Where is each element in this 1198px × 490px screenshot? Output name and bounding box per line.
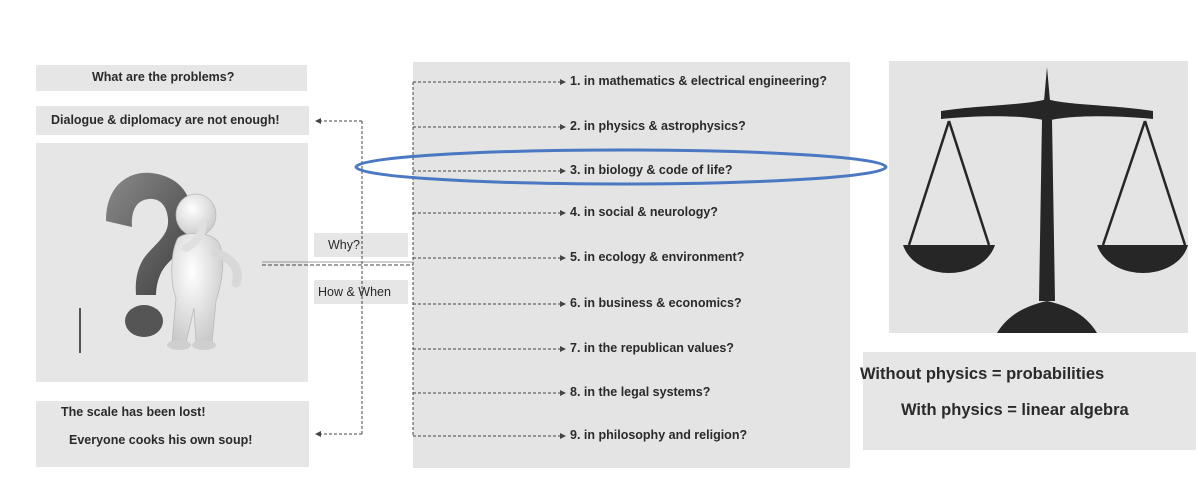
how-when-label: How & When bbox=[318, 285, 391, 299]
scale-box bbox=[889, 61, 1188, 333]
why-box: Why? bbox=[314, 233, 408, 257]
soup-label: Everyone cooks his own soup! bbox=[69, 433, 253, 447]
domains-panel bbox=[413, 62, 850, 468]
domain-item: 9. in philosophy and religion? bbox=[570, 428, 748, 442]
dialogue-label: Dialogue & diplomacy are not enough! bbox=[51, 113, 280, 127]
physics-box: Without physics = probabilities With phy… bbox=[860, 352, 1196, 450]
why-label: Why? bbox=[328, 238, 360, 252]
domain-item: 6. in business & economics? bbox=[570, 296, 742, 310]
domain-item: 2. in physics & astrophysics? bbox=[570, 119, 746, 133]
problems-label: What are the problems? bbox=[92, 70, 235, 84]
domain-item: 4. in social & neurology? bbox=[570, 205, 718, 219]
dialogue-box: Dialogue & diplomacy are not enough! bbox=[36, 106, 309, 135]
how-when-box: How & When bbox=[314, 280, 408, 304]
without-physics-label: Without physics = probabilities bbox=[860, 365, 1105, 383]
question-image-box bbox=[36, 143, 308, 382]
domain-item: 5. in ecology & environment? bbox=[570, 250, 745, 264]
problems-box: What are the problems? bbox=[36, 65, 307, 91]
scale-lost-box: The scale has been lost! Everyone cooks … bbox=[36, 401, 309, 467]
domain-item: 8. in the legal systems? bbox=[570, 385, 711, 399]
with-physics-label: With physics = linear algebra bbox=[901, 401, 1129, 419]
domain-item: 7. in the republican values? bbox=[570, 341, 734, 355]
question-mark-figure-icon bbox=[79, 172, 242, 353]
scales-of-justice-icon bbox=[903, 67, 1188, 333]
scale-lost-label: The scale has been lost! bbox=[61, 405, 206, 419]
domain-item: 3. in biology & code of life? bbox=[570, 163, 733, 177]
domain-item: 1. in mathematics & electrical engineeri… bbox=[570, 74, 828, 88]
